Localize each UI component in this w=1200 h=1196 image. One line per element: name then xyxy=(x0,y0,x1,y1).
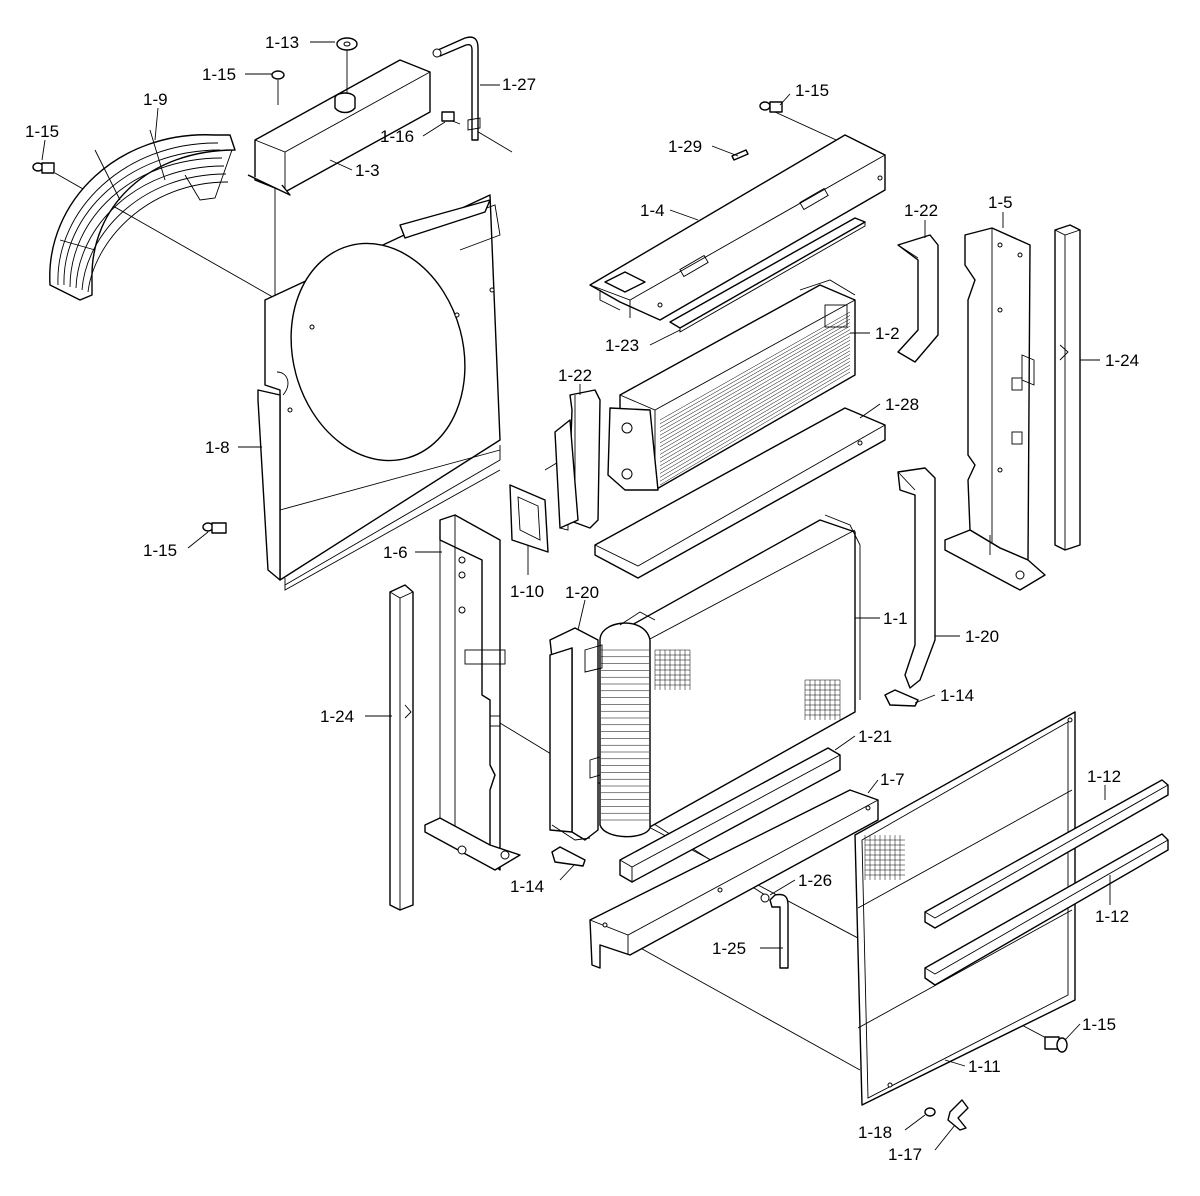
bolt-1-16 xyxy=(441,111,455,122)
callout-label: 1-12 xyxy=(1087,767,1121,786)
callout-label: 1-15 xyxy=(25,122,59,141)
callout-label: 1-1 xyxy=(883,609,908,628)
callout-label: 1-16 xyxy=(380,127,414,146)
callout-label: 1-18 xyxy=(858,1123,892,1142)
cover-plate-1-28-part xyxy=(594,407,886,579)
bolt-1-15-mid-left xyxy=(202,522,227,534)
callout-label: 1-15 xyxy=(143,541,177,560)
callout-label: 1-2 xyxy=(875,324,900,343)
callout-label: 1-11 xyxy=(968,1057,1001,1076)
side-frame-right-part xyxy=(944,227,1046,591)
seal-strip-1-21-part xyxy=(619,747,841,883)
callout-label: 1-29 xyxy=(668,137,702,156)
bottom-bracket-part xyxy=(589,789,879,969)
clip-1-14-left-part xyxy=(551,846,586,867)
callout-label: 1-22 xyxy=(558,366,592,385)
callout-label: 1-6 xyxy=(383,543,408,562)
callout-label: 1-7 xyxy=(880,770,905,789)
callout-label: 1-24 xyxy=(1105,351,1139,370)
callout-label: 1-9 xyxy=(143,90,168,109)
callout-label: 1-20 xyxy=(965,627,999,646)
reserve-tank-part xyxy=(247,37,431,196)
callout-label: 1-15 xyxy=(795,81,829,100)
plate-1-29-part xyxy=(731,149,749,161)
callout-pointers xyxy=(41,41,1111,1151)
callout-label: 1-21 xyxy=(858,727,892,746)
top-bracket-part xyxy=(589,134,886,321)
callout-label: 1-15 xyxy=(202,65,236,84)
callout-label: 1-27 xyxy=(502,75,536,94)
callout-label: 1-12 xyxy=(1095,907,1129,926)
bar-1-12-upper-part xyxy=(924,779,1169,929)
callout-label: 1-5 xyxy=(988,193,1013,212)
callout-label: 1-28 xyxy=(885,395,919,414)
clip-1-14-right-part xyxy=(884,689,919,707)
bolt-1-15-top xyxy=(759,101,783,113)
side-frame-left-part xyxy=(424,514,521,871)
seal-strip-1-24-left-part xyxy=(389,584,414,911)
seal-bracket-1-20-left-part xyxy=(549,627,599,841)
oil-cooler-part xyxy=(607,279,856,491)
seal-bracket-1-20-right-part xyxy=(897,467,936,689)
bolt-1-15-bottom-right xyxy=(1044,1036,1068,1053)
callout-label: 1-4 xyxy=(640,201,665,220)
gasket-1-10-part xyxy=(509,484,549,553)
bar-1-12-lower-part xyxy=(924,833,1169,986)
wing-nut-1-17 xyxy=(947,1099,969,1131)
seal-strip-1-24-right-part xyxy=(1054,224,1081,551)
callout-label: 1-26 xyxy=(798,871,832,890)
callout-labels: 1-13 1-15 1-27 1-9 1-15 1-16 1-3 1-15 1-… xyxy=(25,33,1139,1164)
callout-label: 1-14 xyxy=(510,877,544,896)
callout-label: 1-10 xyxy=(510,582,544,601)
callout-label: 1-3 xyxy=(355,161,380,180)
bolt-1-15-top-left xyxy=(32,162,55,174)
overflow-hose-part xyxy=(432,36,481,141)
callout-label: 1-22 xyxy=(904,201,938,220)
seal-bracket-1-22-lower-part xyxy=(554,389,601,531)
fan-guard-part xyxy=(49,129,236,301)
drain-hose-part xyxy=(760,893,789,969)
callout-label: 1-17 xyxy=(888,1145,922,1164)
callout-label: 1-25 xyxy=(712,939,746,958)
radiator-core-part xyxy=(584,514,861,838)
washer-1-18 xyxy=(924,1107,936,1117)
callout-label: 1-20 xyxy=(565,583,599,602)
callout-label: 1-23 xyxy=(605,336,639,355)
fan-shroud-part xyxy=(257,194,501,591)
seal-bracket-1-22-upper-part xyxy=(897,234,939,363)
callout-label: 1-15 xyxy=(1082,1015,1116,1034)
callout-label: 1-14 xyxy=(940,686,974,705)
callout-label: 1-13 xyxy=(265,33,299,52)
callout-label: 1-24 xyxy=(320,707,354,726)
callout-label: 1-8 xyxy=(205,438,230,457)
